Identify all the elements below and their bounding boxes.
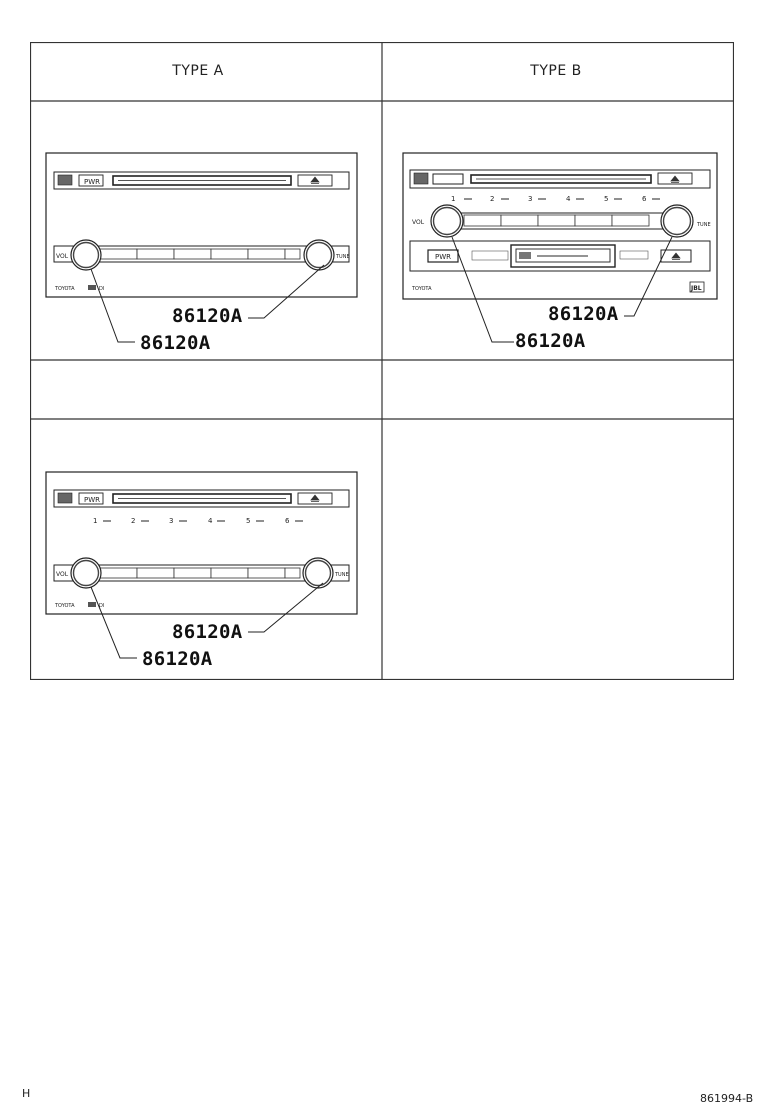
parts-table-grid [30,42,734,680]
figure-code: 861994-B [700,1092,754,1105]
callout-a2-upper: 86120A [172,621,243,643]
callout-a2-lower: 86120A [142,648,213,670]
header-type-a: TYPE A [172,63,224,79]
callout-b1-lower: 86120A [515,330,586,352]
callout-a1-upper: 86120A [172,305,243,327]
callout-b1-upper: 86120A [548,303,619,325]
footer-left-mark: H [22,1087,31,1100]
header-type-b: TYPE B [530,63,582,79]
callout-a1-lower: 86120A [140,332,211,354]
